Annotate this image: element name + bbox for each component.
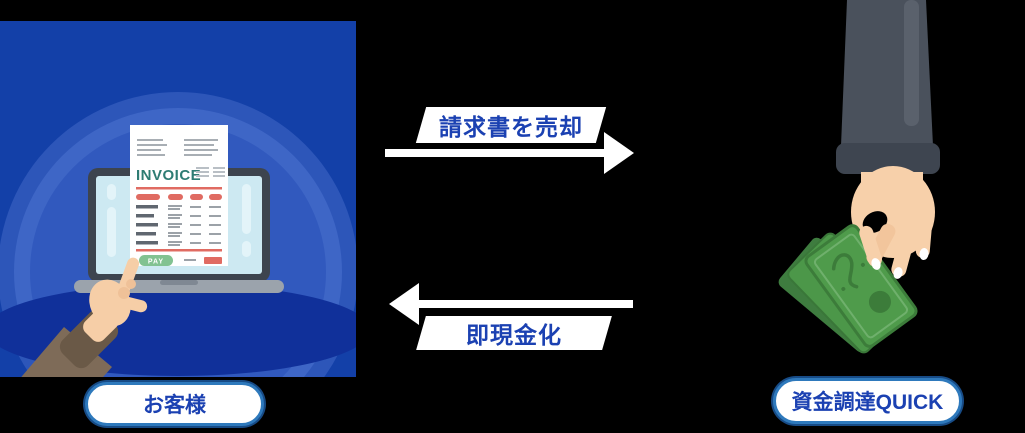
customer-illustration: INVOICE (0, 21, 356, 377)
invoice-title: INVOICE (136, 167, 201, 184)
sleeve-icon (836, 0, 940, 174)
money-icon (778, 224, 918, 354)
backward-arrow-icon (389, 283, 633, 325)
forward-arrow-icon (385, 132, 634, 174)
money-hand-illustration (778, 0, 940, 354)
pay-button-label: PAY (148, 259, 164, 266)
backward-arrow-label: 即現金化 (416, 316, 612, 350)
pointing-hand-icon (21, 257, 148, 377)
customer-badge-label: お客様 (143, 394, 206, 417)
service-badge: 資金調達QUICK (773, 378, 962, 424)
backward-arrow-text: 即現金化 (466, 322, 562, 348)
customer-badge: お客様 (85, 382, 264, 426)
service-badge-label: 資金調達QUICK (791, 391, 944, 414)
pay-button-icon (139, 255, 173, 266)
invoice-icon: INVOICE (130, 125, 228, 266)
fingers-icon (859, 209, 933, 279)
